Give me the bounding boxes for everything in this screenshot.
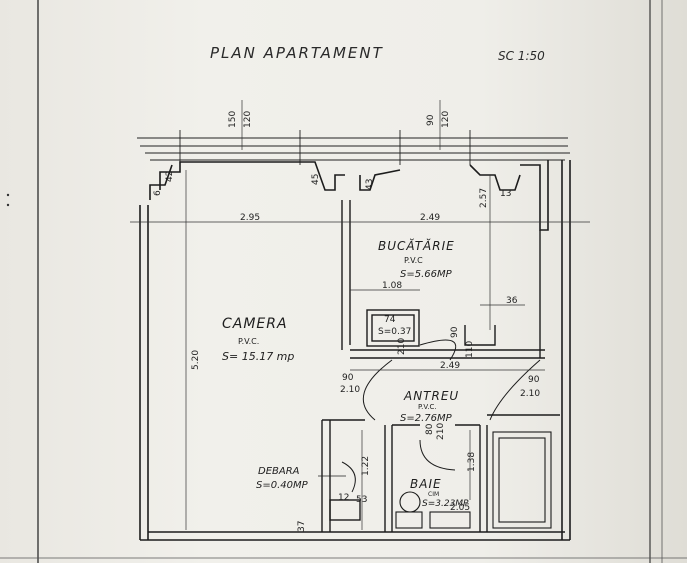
dim-camera-depth: 5.20 xyxy=(191,350,201,370)
room-baie-name: BAIE xyxy=(410,477,442,491)
dim-baie-1-38: 1.38 xyxy=(467,452,477,472)
dim-door-80: 80 xyxy=(425,423,435,435)
window1-width: 120 xyxy=(243,111,253,128)
interior-walls xyxy=(321,200,560,532)
dim-kitchen-width: 2.49 xyxy=(420,213,440,223)
dim-pier-43: 43 xyxy=(365,179,375,190)
door-swings xyxy=(341,339,541,493)
toilet-icon xyxy=(399,491,421,513)
window1-height: 150 xyxy=(228,111,238,128)
bathtub-icon xyxy=(492,431,552,529)
room-camera-name: CAMERA xyxy=(222,316,288,332)
outer-walls xyxy=(139,160,571,541)
dim-pier-13: 13 xyxy=(500,189,511,199)
dimension-lines xyxy=(130,170,590,530)
dim-antreu-width: 2.49 xyxy=(440,361,460,371)
dim-shaft-area: S=0.37 xyxy=(378,327,411,337)
dim-bottom-37: 37 xyxy=(297,521,307,532)
dim-door-210-baie: 210 xyxy=(436,423,446,440)
room-baie-area: S=3.23MP xyxy=(422,499,469,509)
dim-door-90-b: 90 xyxy=(450,326,460,338)
window2-height: 90 xyxy=(426,114,436,126)
room-antreu-floor: P.V.C. xyxy=(418,403,437,411)
room-bucatarie-floor: P.V.C xyxy=(404,256,423,265)
room-debara-area: S=0.40MP xyxy=(256,480,309,491)
dim-baie-width: 2.05 xyxy=(450,503,470,513)
room-camera-area: S= 15.17 mp xyxy=(222,350,294,363)
plan-scale: SC 1:50 xyxy=(498,49,545,63)
room-antreu-area: S=2.76MP xyxy=(400,413,453,424)
room-bucatarie-area: S=5.66MP xyxy=(400,269,453,280)
dim-inner-36: 36 xyxy=(506,296,518,306)
room-bucatarie-name: BUCĂTĂRIE xyxy=(378,238,455,253)
dim-door-2-10-c: 2.10 xyxy=(520,389,540,399)
plan-title: PLAN APARTAMENT xyxy=(210,44,384,62)
dim-pier-42: 42 xyxy=(165,171,175,182)
washbasin-icon xyxy=(395,511,423,529)
dim-door-110: 110 xyxy=(465,341,475,358)
dim-pier-6: 6 xyxy=(153,190,163,196)
dim-kitchen-depth: 2.57 xyxy=(479,188,489,208)
room-baie-floor: CIM xyxy=(428,491,439,498)
dim-door-90-c: 90 xyxy=(528,375,540,385)
bathroom-fixtures xyxy=(395,431,552,529)
room-camera-floor: P.V.C. xyxy=(238,337,259,346)
window-dim-leaders xyxy=(241,100,441,150)
dim-debara-12: 12 xyxy=(338,493,349,503)
room-debara-name: DEBARA xyxy=(258,466,300,477)
window-hatching xyxy=(137,130,570,165)
dim-camera-width: 2.95 xyxy=(240,213,260,223)
dim-debara-1-22: 1.22 xyxy=(361,456,371,476)
dim-pier-45: 45 xyxy=(311,174,321,185)
dim-inner-1-08: 1.08 xyxy=(382,281,402,291)
window2-width: 120 xyxy=(441,111,451,128)
dim-door-210-shaft: 210 xyxy=(397,338,407,355)
room-antreu-name: ANTREU xyxy=(403,389,459,403)
dim-door-2-10-a: 2.10 xyxy=(340,385,360,395)
dim-shaft-size: 74 xyxy=(384,315,396,325)
dim-debara-53: 53 xyxy=(356,495,367,505)
dim-door-90-a: 90 xyxy=(342,373,354,383)
